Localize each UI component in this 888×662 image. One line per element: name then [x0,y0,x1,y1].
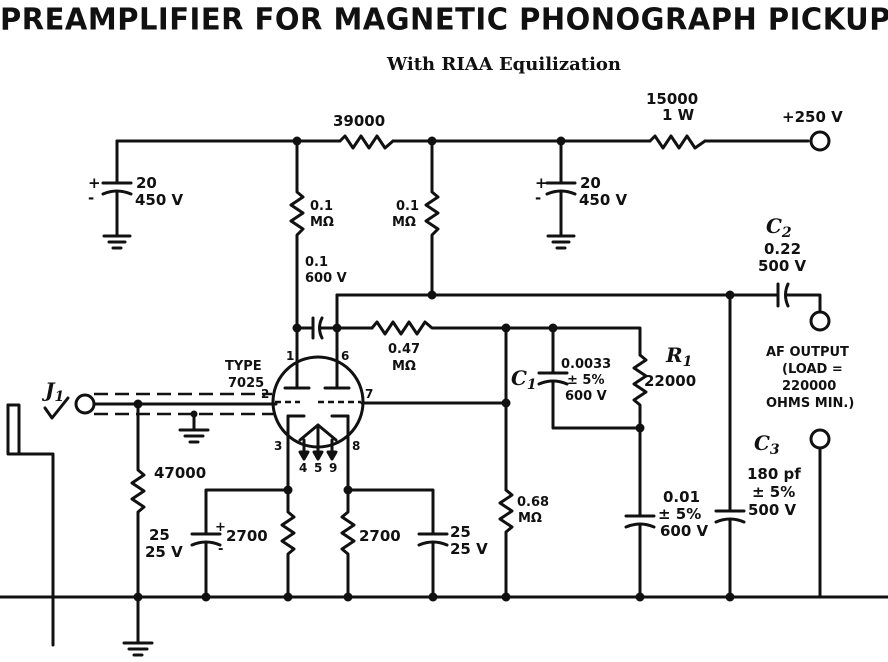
resistor-r1: R1 22000 [632,343,696,509]
pin-3: 3 [274,439,282,453]
capacitor-c1-tolerance: ± 5% [567,373,605,388]
capacitor-c1-ref: C1 [511,366,537,393]
capacitor-c2: C2 0.22 500 V [758,214,831,332]
capacitor-supply-1-minus: - [88,189,94,207]
pin-8: 8 [352,439,360,453]
supply-terminal: +250 V [782,108,843,152]
cathode-1-network: 25 25 V + - 2700 [145,485,296,599]
resistor-47000-value: 47000 [154,464,206,482]
pin-4: 4 [299,461,307,475]
af-output-line3: 220000 [782,379,836,394]
cathode-2-network: 2700 25 25 V [340,485,488,599]
resistor-15000: 15000 1 W [646,90,707,150]
resistor-plate-1-unit: MΩ [310,215,334,230]
pin-5: 5 [314,461,322,475]
capacitor-001-value: 0.01 [663,488,700,506]
tube-type-label: TYPE [225,359,262,374]
capacitor-cathode-1-minus: - [218,542,223,557]
capacitor-c2-value: 0.22 [764,240,801,258]
capacitor-cathode-2-value: 25 [450,523,471,541]
capacitor-c2-ref: C2 [766,214,792,241]
resistor-047m-value: 0.47 [388,342,420,357]
resistor-068m: 0.68 MΩ [498,488,549,599]
resistor-047m-unit: MΩ [392,359,416,374]
resistor-39000-label: 39000 [333,112,385,130]
tube-type: 7025 [228,376,264,391]
capacitor-supply-2-minus: - [535,189,541,207]
resistor-r1-value: 22000 [644,372,696,390]
ground-bus [0,592,888,657]
capacitor-coupling-value: 0.1 [305,255,328,270]
resistor-39000: 39000 [333,112,395,150]
capacitor-001: 0.01 ± 5% 600 V [624,488,709,599]
af-output: AF OUTPUT (LOAD = 220000 OHMS MIN.) [766,345,854,599]
af-output-line1: AF OUTPUT [766,345,849,360]
tube-7025: TYPE 7025 1 2 3 4 5 9 6 7 8 [225,326,373,492]
pin-1: 1 [286,349,294,363]
capacitor-001-tolerance: ± 5% [658,505,701,523]
supply-voltage-label: +250 V [782,108,843,126]
capacitor-c2-rating: 500 V [758,257,807,275]
input-jack-j1: J1 [6,378,278,647]
capacitor-supply-2-rating: 450 V [579,191,628,209]
b-plus-rail [115,136,810,146]
diagram-subtitle: With RIAA Equilization [386,54,622,75]
capacitor-coupling-rating: 600 V [305,271,347,286]
capacitor-c1: C1 0.0033 ± 5% 600 V [511,326,642,430]
jack-j1-ref: J1 [41,378,64,405]
capacitor-supply-1: + - 20 450 V [88,139,184,250]
capacitor-c3: C3 180 pf ± 5% 500 V [714,293,801,599]
resistor-plate-2: 0.1 MΩ [392,139,440,300]
resistor-plate-2-value: 0.1 [396,199,419,214]
resistor-cathode-2-value: 2700 [359,527,401,545]
capacitor-supply-2-plus: + [535,174,548,192]
resistor-cathode-1-value: 2700 [226,527,268,545]
resistor-plate-2-unit: MΩ [392,215,416,230]
capacitor-c1-value: 0.0033 [561,357,611,372]
capacitor-001-rating: 600 V [660,522,709,540]
capacitor-c1-rating: 600 V [565,389,607,404]
resistor-068m-unit: MΩ [518,511,542,526]
plate-2-bus [335,290,770,330]
diagram-title: PREAMPLIFIER FOR MAGNETIC PHONOGRAPH PIC… [0,1,888,37]
resistor-plate-1: 0.1 MΩ [289,139,334,333]
capacitor-supply-1-rating: 450 V [135,191,184,209]
capacitor-supply-1-plus: + [88,174,101,192]
pin-9: 9 [329,461,337,475]
resistor-r1-ref: R1 [665,343,692,370]
capacitor-cathode-1-value: 25 [149,526,170,544]
capacitor-c3-rating: 500 V [748,501,797,519]
resistor-068m-value: 0.68 [517,495,549,510]
capacitor-cathode-2-rating: 25 V [450,540,488,558]
capacitor-cathode-1-rating: 25 V [145,543,183,561]
resistor-15000-rating: 1 W [662,106,695,124]
pin-7: 7 [365,387,373,401]
capacitor-c3-value: 180 pf [747,465,801,483]
resistor-047m: 0.47 MΩ [370,320,642,374]
capacitor-supply-1-value: 20 [136,174,157,192]
capacitor-cathode-1-plus: + [215,520,226,535]
capacitor-supply-2: + - 20 450 V [535,139,628,250]
capacitor-supply-2-value: 20 [580,174,601,192]
af-output-line2: (LOAD = [782,362,843,377]
capacitor-c3-tolerance: ± 5% [752,483,795,501]
grid-2-line [360,326,511,492]
capacitor-coupling [295,316,374,340]
capacitor-c3-ref: C3 [754,431,780,458]
resistor-15000-label: 15000 [646,90,698,108]
pin-6: 6 [341,349,349,363]
af-output-line4: OHMS MIN.) [766,396,854,411]
resistor-47000: 47000 [130,402,206,599]
resistor-plate-1-value: 0.1 [310,199,333,214]
